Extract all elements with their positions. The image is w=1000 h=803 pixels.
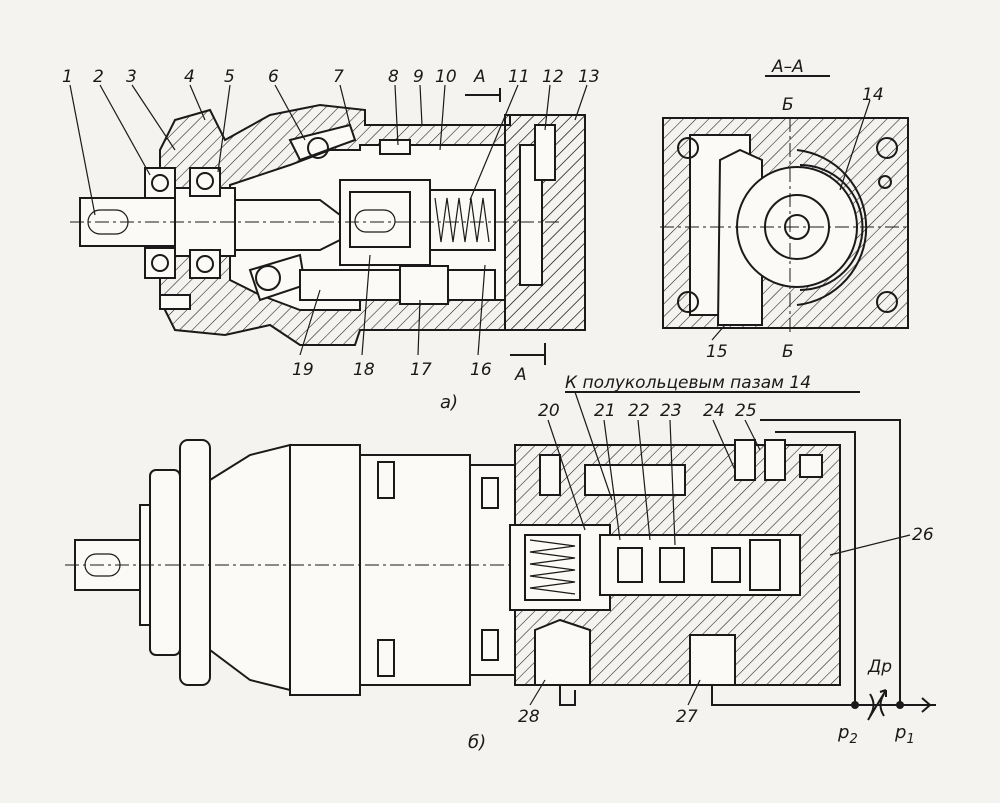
label-16: 16 [470, 360, 492, 380]
label-8: 8 [388, 67, 399, 87]
section-aa-drawing [660, 75, 910, 341]
label-11: 11 [508, 67, 530, 87]
label-14: 14 [862, 85, 884, 105]
pressure-p1: p1 [894, 722, 915, 747]
section-a-drawing [70, 88, 586, 365]
section-mark-bottom: А [514, 365, 527, 385]
caption-a: а) [440, 392, 458, 413]
label-3: 3 [126, 67, 137, 87]
label-13: 13 [578, 67, 600, 87]
note-half-ring-grooves: К полукольцевым пазам 14 [565, 373, 811, 393]
label-b-bottom: Б [782, 342, 794, 362]
label-22: 22 [628, 401, 650, 421]
label-10: 10 [435, 67, 457, 87]
label-18: 18 [353, 360, 375, 380]
label-7: 7 [333, 67, 344, 87]
label-25: 25 [735, 401, 757, 421]
section-a-leaders [69, 84, 588, 356]
label-28: 28 [518, 707, 540, 727]
label-17: 17 [410, 360, 432, 380]
section-b-leaders [529, 419, 911, 706]
labels-section-aa: А–А Б Б 14 15 [706, 57, 884, 362]
label-6: 6 [268, 67, 279, 87]
label-1: 1 [62, 67, 73, 87]
caption-b: б) [468, 732, 486, 753]
throttle-label: Др [867, 657, 892, 677]
labels-part-b: К полукольцевым пазам 14 20 21 22 23 24 … [468, 373, 934, 753]
label-24: 24 [703, 401, 725, 421]
label-15: 15 [706, 342, 728, 362]
label-9: 9 [413, 67, 424, 87]
label-27: 27 [676, 707, 698, 727]
label-4: 4 [184, 67, 195, 87]
label-23: 23 [660, 401, 682, 421]
label-19: 19 [292, 360, 314, 380]
label-5: 5 [224, 67, 235, 87]
label-12: 12 [542, 67, 564, 87]
section-mark-top: А [473, 67, 486, 87]
labels-part-a: 1 2 3 4 5 6 7 8 9 10 11 12 13 19 18 17 1… [62, 67, 600, 413]
label-b-top: Б [782, 95, 794, 115]
section-b-drawing [65, 391, 936, 721]
label-20: 20 [538, 401, 560, 421]
pressure-p2: p2 [837, 722, 858, 747]
label-26: 26 [912, 525, 934, 545]
label-21: 21 [594, 401, 616, 421]
label-2: 2 [93, 67, 104, 87]
section-aa-title: А–А [771, 57, 804, 77]
